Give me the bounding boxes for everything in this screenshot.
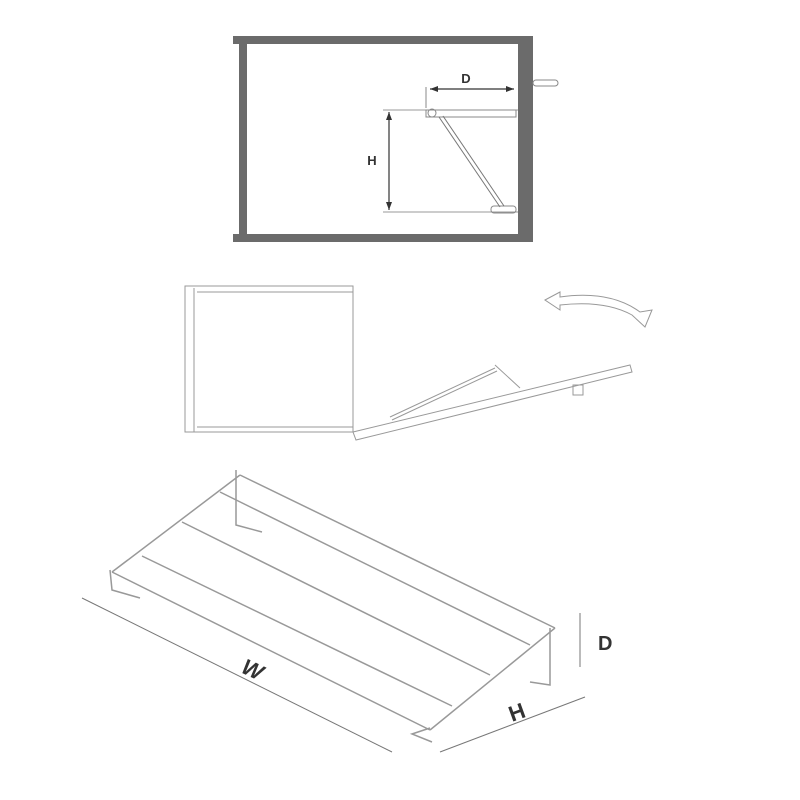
cabinet-section: D H: [233, 36, 559, 242]
label-h-iso: H: [505, 698, 528, 727]
tilt-panel: [184, 285, 653, 441]
label-d-top: D: [461, 71, 470, 86]
label-w: W: [238, 654, 269, 686]
isometric-rack: [81, 470, 586, 753]
label-h-top: H: [367, 153, 376, 168]
label-d-iso: D: [598, 633, 612, 655]
